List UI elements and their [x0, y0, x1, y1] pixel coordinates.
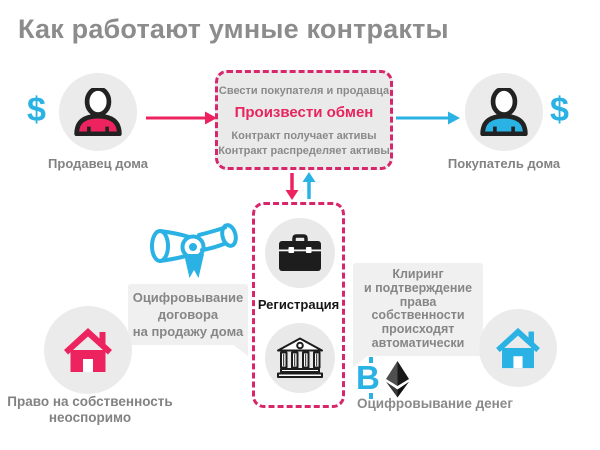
dollar-icon: $ [550, 91, 569, 129]
bank-circle [265, 323, 335, 393]
bitcoin-b: B [356, 359, 380, 396]
house-icon [64, 328, 112, 372]
page-title: Как работают умные контракты [18, 14, 449, 44]
contract-step-3: Контракт получает активы [231, 130, 377, 142]
contract-digitization-callout: Оцифровывание договора на продажу дома [128, 284, 248, 356]
certificate-icon [150, 223, 238, 278]
property-circle [44, 306, 132, 394]
callout-line: Клиринг [392, 267, 444, 281]
money-digitization-label: Оцифровывание денег [357, 396, 513, 411]
briefcase-icon [279, 234, 321, 271]
buyer-avatar [465, 73, 543, 151]
ethereum-icon [386, 361, 409, 398]
registration-box: Регистрация [252, 202, 345, 408]
callout-line: договора [157, 307, 219, 322]
property-label-line2: неоспоримо [48, 410, 132, 425]
callout-line: на продажу дома [132, 324, 244, 339]
seller-label: Продавец дома [48, 156, 148, 171]
person-icon [480, 88, 528, 136]
callout-line: автоматически [371, 335, 465, 350]
dollar-icon: $ [27, 91, 46, 129]
briefcase-circle [265, 218, 335, 288]
registration-label: Регистрация [257, 297, 340, 312]
bitcoin-icon: B [354, 357, 384, 399]
bank-icon [277, 337, 323, 378]
callout-line: и подтверждение [363, 280, 473, 295]
arrow-registration-to-contract [302, 172, 316, 199]
callout-line: Оцифровывание [132, 290, 244, 305]
bitcoin-bar-top [369, 357, 373, 363]
contract-steps-box: Свести покупателя и продавца Произвести … [215, 70, 393, 170]
house-icon [496, 327, 540, 369]
arrow-contract-to-buyer [396, 111, 460, 125]
person-icon [74, 88, 122, 136]
clearing-callout: Клиринг и подтверждение права собственно… [353, 263, 483, 367]
callout-line: происходят [381, 322, 455, 337]
buyer-label: Покупатель дома [447, 156, 561, 171]
contract-step-4: Контракт распределяет активы [218, 145, 390, 157]
callout-line: права собственности [371, 294, 465, 323]
arrow-seller-to-contract [146, 111, 217, 125]
digital-house-circle [479, 309, 557, 387]
contract-step-highlight: Произвести обмен [234, 104, 374, 121]
property-label-line1: Право на собственность [7, 394, 173, 409]
seller-avatar [59, 73, 137, 151]
bitcoin-bar-bottom [369, 393, 373, 399]
property-label: Право на собственность неоспоримо [0, 394, 180, 426]
contract-step-1: Свести покупателя и продавца [218, 85, 390, 97]
arrow-contract-to-registration [285, 173, 299, 200]
